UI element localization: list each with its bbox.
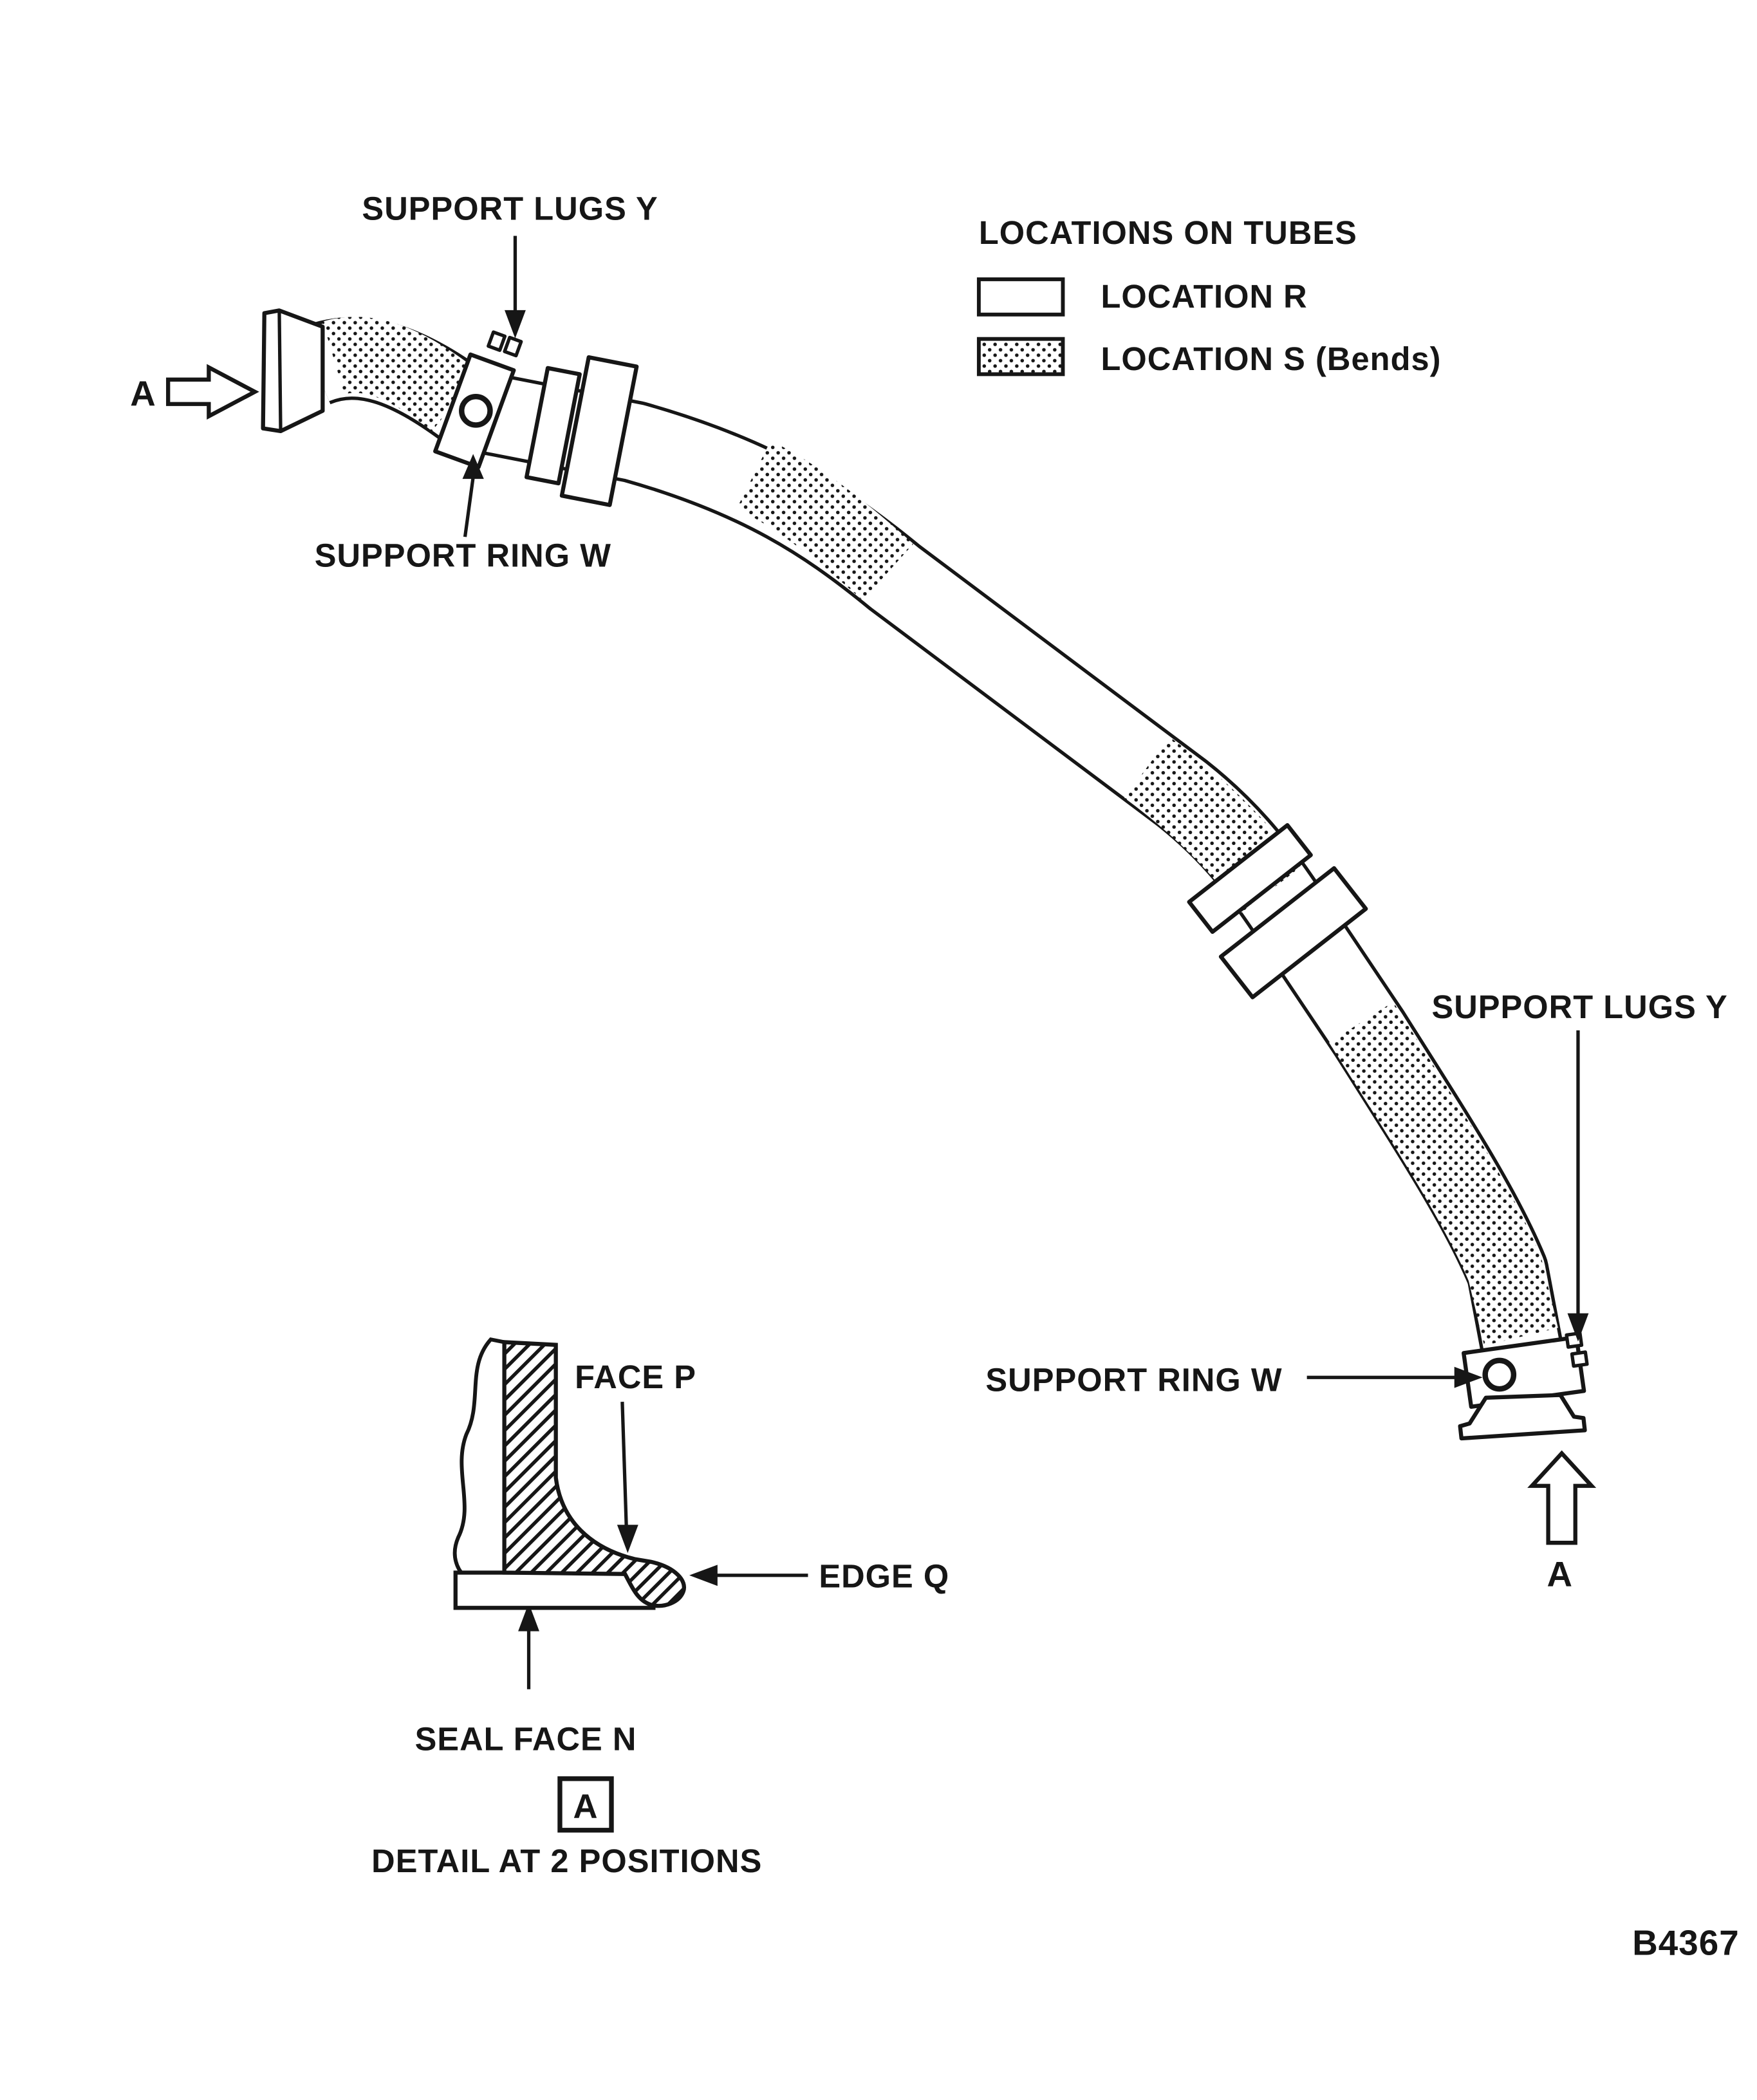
support-lug-top-1 [487,330,507,352]
leader-face-p [620,1402,628,1527]
stipple-bend-1 [322,317,479,432]
leader-arrows [462,236,1589,1689]
tube-outline [299,317,1568,1380]
section-arrow-a-left [166,364,259,420]
section-arrow-a-up [1527,1450,1597,1545]
tube-body [300,321,1564,1379]
label-support-lugs-y-top: SUPPORT LUGS Y [362,190,658,227]
legend-label-location-s: LOCATION S (Bends) [1101,340,1441,377]
arrowhead-edge-q [689,1565,718,1586]
sleeve-band-large-top [559,355,639,507]
section-break-blob [452,1337,507,1577]
label-support-lugs-y-right: SUPPORT LUGS Y [1431,989,1727,1025]
legend [976,277,1065,376]
arrowhead-support-lugs-y-right [1567,1313,1589,1342]
leader-support-ring-w-top [463,477,475,537]
coupling-band-large-mid [1218,866,1368,999]
arrowhead-support-lugs-y-top [505,310,526,339]
support-lug-top-2 [503,335,523,358]
stipple-bend-4 [1329,1001,1558,1346]
label-seal-face-n: SEAL FACE N [415,1720,637,1757]
arrowhead-seal-face-n [518,1603,539,1631]
label-detail-marker: A [573,1788,598,1826]
sleeve-band-small-top [524,366,582,486]
flared-end-top-lip [277,311,283,430]
seal-face-plate [453,1570,656,1610]
arrowhead-support-ring-w-top [462,454,484,479]
detail-marker-box [557,1776,614,1833]
arrowhead-support-ring-w-bottom [1454,1366,1483,1388]
legend-label-location-r: LOCATION R [1101,278,1307,315]
coupling-band-small-mid [1187,822,1313,934]
flared-end-top [261,308,325,434]
figure-number: B4367 [1632,1923,1740,1963]
label-support-ring-w-top: SUPPORT RING W [315,537,611,574]
flared-end-bottom [1458,1393,1587,1441]
label-section-a-right: A [1547,1554,1573,1594]
support-ring-w-top-bolt [459,393,493,428]
arrowhead-face-p [617,1525,638,1554]
support-ring-w-bottom-bolt [1482,1357,1517,1392]
label-support-ring-w-bottom: SUPPORT RING W [985,1361,1282,1398]
label-detail-caption: DETAIL AT 2 POSITIONS [371,1843,762,1879]
stipple-bend-2 [736,440,914,600]
label-section-a-left: A [130,373,156,413]
section-arrows [166,364,1597,1545]
hatched-flange-wall [502,1340,686,1608]
label-face-p: FACE P [575,1359,696,1395]
legend-swatch-location-r [976,277,1065,317]
legend-title: LOCATIONS ON TUBES [979,214,1357,251]
label-edge-q: EDGE Q [819,1558,949,1595]
legend-swatch-location-s [976,337,1065,376]
tube-assembly [261,308,1589,1441]
flange-detail-section [452,1337,686,1610]
support-lug-bottom-2 [1570,1350,1589,1368]
